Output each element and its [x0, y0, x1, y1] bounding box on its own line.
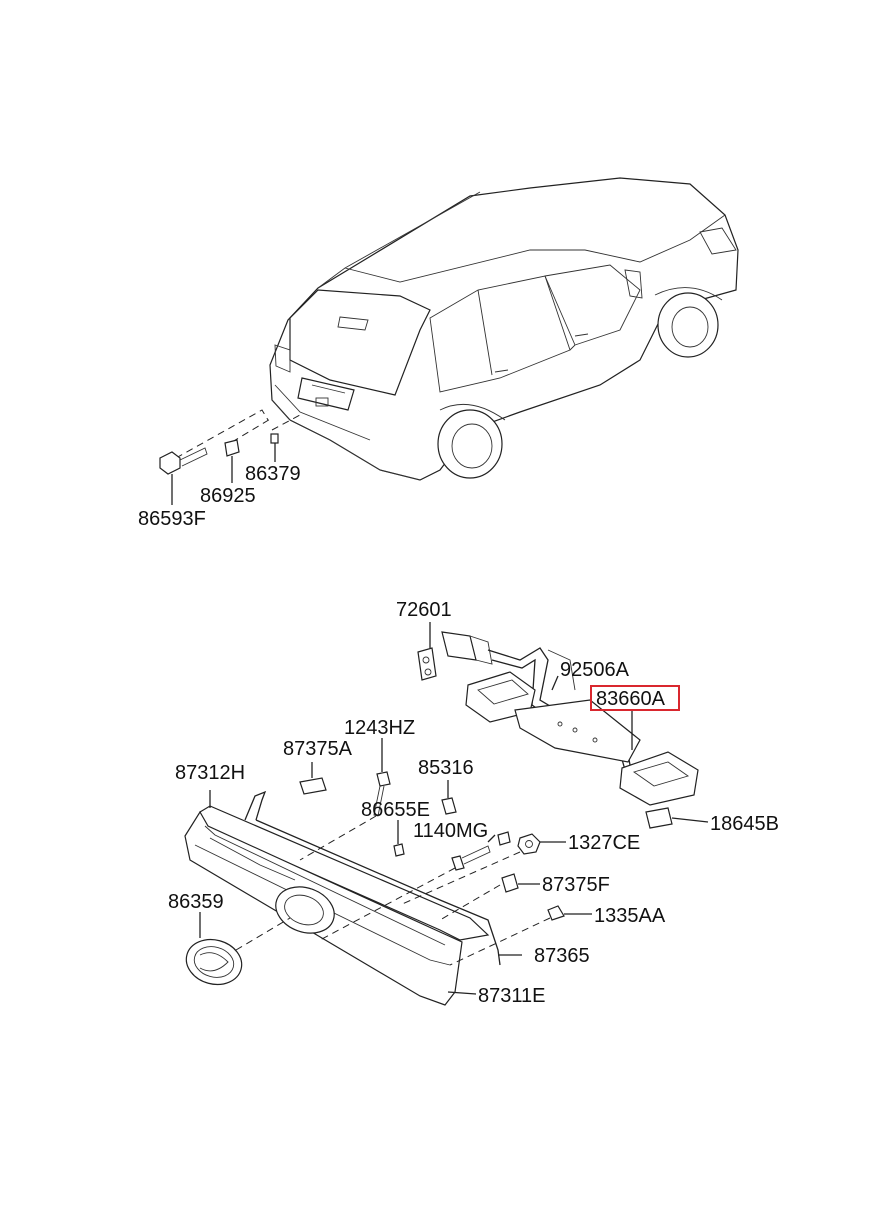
vehicle-illustration: [159, 177, 739, 505]
label-86925[interactable]: 86925: [200, 485, 256, 507]
tailgate-garnish-assembly: [184, 738, 592, 1006]
label-87365[interactable]: 87365: [534, 945, 590, 967]
part-labels: 86593F 86925 86379 72601 92506A 83660A 1…: [138, 463, 779, 1007]
highlight-box-83660A: [590, 685, 680, 711]
label-1335AA[interactable]: 1335AA: [594, 905, 666, 927]
label-92506A[interactable]: 92506A: [560, 659, 630, 681]
label-86359[interactable]: 86359: [168, 891, 224, 913]
label-1140MG[interactable]: 1140MG: [413, 820, 488, 842]
label-1327CE[interactable]: 1327CE: [568, 832, 640, 854]
label-86655E[interactable]: 86655E: [361, 799, 430, 821]
label-85316[interactable]: 85316: [418, 757, 474, 779]
label-87311E[interactable]: 87311E: [478, 985, 545, 1007]
label-86379[interactable]: 86379: [245, 463, 301, 485]
label-18645B[interactable]: 18645B: [710, 813, 779, 835]
label-87312H[interactable]: 87312H: [175, 762, 245, 784]
label-87375A[interactable]: 87375A: [283, 738, 353, 760]
label-72601[interactable]: 72601: [396, 599, 452, 621]
label-83660A[interactable]: 83660A: [596, 688, 666, 710]
label-1243HZ[interactable]: 1243HZ: [344, 717, 415, 739]
label-87375F[interactable]: 87375F: [542, 874, 610, 896]
license-lamp-assembly: [417, 622, 709, 829]
label-86593F[interactable]: 86593F: [138, 508, 206, 530]
